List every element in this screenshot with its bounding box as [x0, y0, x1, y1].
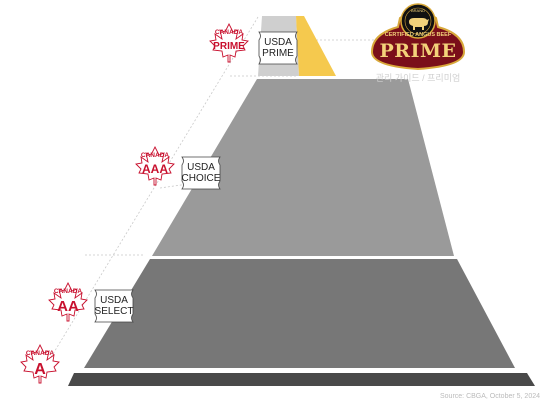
bull-icon [409, 18, 429, 30]
usda-choice-line1: USDA [187, 162, 215, 173]
cab-ring-text: CERTIFIED ANGUS BEEF [385, 32, 452, 38]
canada-aa-label: CANADA AA [48, 281, 88, 322]
canada-aaa-label: CANADA AAA [135, 145, 175, 186]
cab-grade-text: PRIME [380, 40, 457, 62]
usda-select-label: USDA SELECT [94, 289, 134, 323]
canada-aaa-grade: AAA [142, 162, 168, 176]
canada-aaa-word: CANADA [141, 152, 169, 159]
usda-select-line1: USDA [100, 295, 128, 306]
maple-leaf-icon [135, 145, 175, 186]
tier-base [68, 373, 535, 386]
canada-a-label: CANADA A [20, 343, 60, 384]
cab-subtitle: 관리 가이드 / 프리미엄 [376, 72, 461, 83]
usda-prime-line1: USDA [264, 37, 292, 48]
usda-prime-line2: PRIME [262, 48, 294, 59]
pyramid [68, 16, 535, 386]
usda-choice-line2: CHOICE [182, 173, 221, 184]
cab-brand-mark: BRAND [411, 8, 425, 13]
maple-leaf-icon [20, 343, 60, 384]
usda-prime-label: USDA PRIME [258, 31, 298, 65]
canada-a-grade: A [34, 361, 46, 378]
usda-select-line2: SELECT [95, 306, 134, 317]
maple-leaf-icon [209, 22, 249, 63]
source-note: Source: CBGA, October 5, 2024 [440, 393, 540, 400]
tier-choice [152, 79, 454, 256]
tier-select [84, 259, 515, 368]
canada-prime-grade: PRIME [213, 41, 245, 52]
tier-cab-prime-wedge [296, 16, 336, 76]
cab-prime-logo: BRAND CERTIFIED ANGUS BEEF PRIME 관리 가이드 … [370, 3, 466, 83]
canada-a-word: CANADA [26, 350, 54, 357]
canada-prime-word: CANADA [215, 29, 243, 36]
usda-choice-label: USDA CHOICE [181, 156, 221, 190]
canada-aa-word: CANADA [54, 288, 82, 295]
canada-aa-grade: AA [57, 298, 79, 315]
maple-leaf-icon [48, 281, 88, 322]
canada-prime-label: CANADA PRIME [209, 22, 249, 63]
